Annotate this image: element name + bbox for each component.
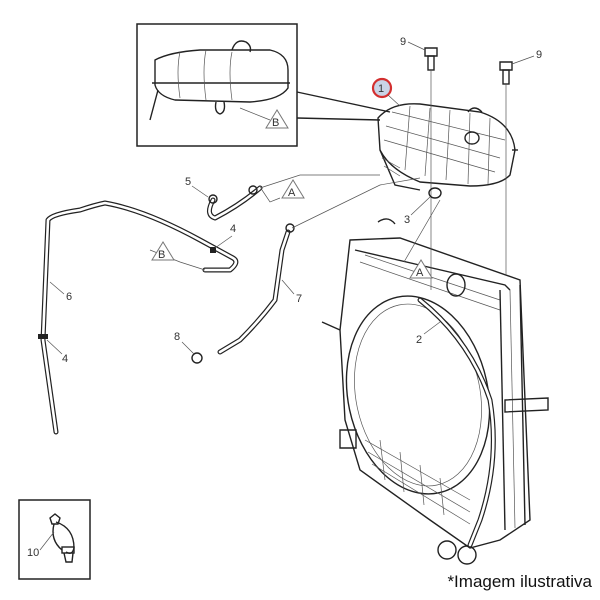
- svg-text:1: 1: [378, 83, 384, 95]
- callout-4-lower: 4: [46, 339, 68, 365]
- svg-text:7: 7: [296, 293, 302, 305]
- illustrative-image-caption: *Imagem ilustrativa: [447, 572, 592, 591]
- reference-marker-b1: B: [265, 109, 289, 129]
- svg-text:8: 8: [174, 331, 180, 343]
- detail-inset-reservoir: B: [136, 23, 298, 147]
- svg-text:4: 4: [62, 353, 68, 365]
- svg-text:6: 6: [66, 291, 72, 303]
- svg-text:10: 10: [27, 547, 39, 559]
- hose-7: [217, 223, 295, 355]
- reference-line-a-hose7: [291, 177, 421, 229]
- clamp-8: [191, 352, 203, 364]
- callout-6: 6: [49, 281, 72, 303]
- callout-4-upper: 4: [214, 223, 236, 249]
- callout-9-left: 9: [400, 36, 426, 51]
- radiator-assembly: [321, 218, 549, 565]
- inset-leader-bottom: [296, 117, 381, 121]
- svg-text:2: 2: [416, 334, 422, 346]
- svg-text:A: A: [416, 267, 424, 279]
- hose-5: [207, 185, 263, 221]
- reference-marker-a1: A: [281, 179, 305, 199]
- reference-line-a1: [259, 174, 380, 189]
- svg-text:9: 9: [400, 36, 406, 48]
- reference-marker-a2: A: [409, 259, 433, 279]
- callout-9-right: 9: [511, 49, 542, 65]
- callout-2: 2: [416, 321, 441, 346]
- clamp-3: [428, 187, 442, 199]
- inset-leader-top: [296, 91, 391, 113]
- callout-3: 3: [404, 196, 431, 226]
- callout-7: 7: [281, 279, 302, 305]
- bolt-9-left: [424, 47, 438, 290]
- svg-text:A: A: [288, 187, 296, 199]
- reference-marker-b2: B: [151, 241, 175, 261]
- svg-text:3: 3: [404, 214, 410, 226]
- coolant-reservoir[interactable]: [377, 103, 518, 191]
- bolt-9-right: [499, 61, 513, 275]
- hose-6: [38, 200, 239, 435]
- detail-inset-clip: 10: [18, 499, 91, 580]
- callout-1[interactable]: 1: [371, 77, 401, 107]
- svg-text:4: 4: [230, 223, 236, 235]
- callout-5: 5: [185, 176, 209, 198]
- svg-text:5: 5: [185, 176, 191, 188]
- svg-text:B: B: [272, 117, 279, 129]
- svg-text:B: B: [158, 249, 165, 261]
- svg-text:9: 9: [536, 49, 542, 61]
- reference-line-a2: [403, 199, 441, 263]
- callout-8: 8: [174, 331, 195, 355]
